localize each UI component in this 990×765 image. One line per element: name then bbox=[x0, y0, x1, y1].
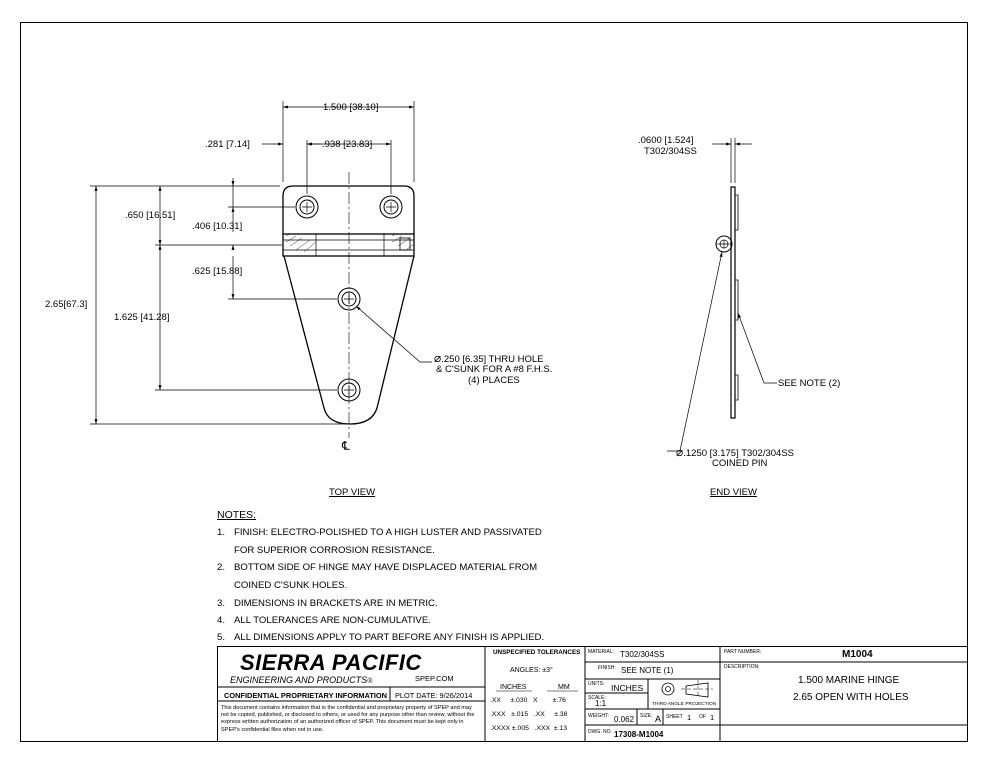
company-logo: SIERRA PACIFIC bbox=[240, 650, 422, 675]
size-value: A bbox=[655, 714, 662, 724]
notes-heading: NOTES: bbox=[217, 509, 257, 521]
of-value: 1 bbox=[710, 713, 715, 722]
centerline-symbol: ℄ bbox=[342, 439, 350, 453]
description-label: DESCRIPTION: bbox=[724, 664, 760, 670]
sheet-label: SHEET bbox=[666, 714, 683, 720]
end-view-label: END VIEW bbox=[710, 487, 757, 498]
sheet-value: 1 bbox=[687, 713, 692, 722]
weight-value: 0.062 bbox=[614, 715, 635, 724]
title-block: SIERRA PACIFIC ENGINEERING AND PRODUCTS®… bbox=[217, 646, 968, 742]
pin-callout-line2: COINED PIN bbox=[712, 458, 768, 469]
tol-row-1: .XX ±.030 X ±.76 bbox=[490, 697, 566, 704]
website: SPEP.COM bbox=[415, 674, 454, 683]
note-1-cont: FOR SUPERIOR CORROSION RESISTANCE. bbox=[234, 545, 435, 556]
hinge-end-view bbox=[715, 186, 739, 419]
company-sub: ENGINEERING AND PRODUCTS® bbox=[230, 675, 373, 685]
dim-thickness-material: T302/304SS bbox=[644, 146, 697, 157]
note-4: 4.ALL TOLERANCES ARE NON-CUMULATIVE. bbox=[217, 615, 431, 626]
note-1: 1.FINISH: ELECTRO-POLISHED TO A HIGH LUS… bbox=[217, 527, 542, 538]
finish-value: SEE NOTE (1) bbox=[621, 666, 674, 675]
title-block-grid bbox=[217, 646, 968, 742]
confidential-text: This document contains information that … bbox=[221, 705, 475, 733]
top-view-label: TOP VIEW bbox=[329, 487, 376, 498]
mm-header: MM bbox=[558, 684, 570, 691]
dwg-label: DWG. NO. bbox=[588, 729, 612, 735]
tolerances-title: UNSPECIFIED TOLERANCES bbox=[493, 649, 581, 656]
note-2-cont: COINED C'SUNK HOLES. bbox=[234, 580, 348, 591]
dim-overall-width: 1.500 [38.10] bbox=[323, 102, 379, 113]
dim-hole-spacing: .938 [23.83] bbox=[322, 139, 373, 150]
part-number: M1004 bbox=[842, 649, 873, 660]
size-label: SIZE: bbox=[640, 713, 653, 719]
inches-header: INCHES bbox=[500, 684, 527, 691]
of-label: OF bbox=[699, 714, 706, 720]
note-5: 5.ALL DIMENSIONS APPLY TO PART BEFORE AN… bbox=[217, 632, 545, 643]
angles-tolerance: ANGLES: ±3° bbox=[510, 667, 553, 674]
scale-value: 1:1 bbox=[595, 699, 607, 708]
finish-label: FINISH: bbox=[598, 665, 616, 671]
see-note-callout: SEE NOTE (2) bbox=[778, 378, 841, 389]
dim-top-to-pin: .650 [16.51] bbox=[125, 210, 176, 221]
pin-callout: ⌀.1250 [3.175] T302/304SS bbox=[676, 445, 795, 459]
description-line-1: 1.500 MARINE HINGE bbox=[798, 675, 900, 686]
material-value: T302/304SS bbox=[620, 650, 665, 659]
dim-pin-to-hole: .625 [15.88] bbox=[192, 266, 243, 277]
dwg-number: 17308-M1004 bbox=[614, 730, 664, 739]
top-view-dimension-lines bbox=[90, 101, 432, 425]
scale-label: SCALE: bbox=[588, 695, 606, 701]
weight-label: WEIGHT: bbox=[588, 713, 609, 719]
units-value: INCHES bbox=[611, 683, 644, 693]
material-label: MATERIAL: bbox=[588, 649, 615, 655]
note-2: 2.BOTTOM SIDE OF HINGE MAY HAVE DISPLACE… bbox=[217, 562, 538, 573]
dim-hole-offset: .281 [7.14] bbox=[205, 139, 250, 150]
dim-pin-to-bottom-hole: 1.625 [41.28] bbox=[114, 312, 170, 323]
end-view-dimension-lines bbox=[667, 138, 777, 452]
description-line-2: 2.65 OPEN WITH HOLES bbox=[793, 692, 909, 703]
plot-date: PLOT DATE: 9/26/2014 bbox=[395, 691, 473, 700]
hole-callout-line3: (4) PLACES bbox=[468, 375, 520, 386]
hinge-top-view bbox=[282, 172, 415, 438]
tol-row-2: .XXX ±.015 .XX ±.38 bbox=[490, 711, 568, 718]
confidential-title: CONFIDENTIAL PROPRIETARY INFORMATION bbox=[224, 691, 388, 700]
tol-row-3: .XXXX ±.005 .XXX ±.13 bbox=[490, 725, 568, 732]
part-number-label: PART NUMBER: bbox=[724, 649, 762, 655]
units-label: UNITS: bbox=[588, 681, 605, 687]
projection-label: THIRD ANGLE PROJECTION bbox=[652, 702, 717, 707]
dim-thickness: .0600 [1.524] bbox=[638, 135, 694, 146]
hole-callout: ⌀.250 [6.35] THRU HOLE bbox=[434, 351, 544, 365]
dim-top-to-hole: .406 [10.31] bbox=[192, 221, 243, 232]
hole-callout-line2: & C'SUNK FOR A #8 F.H.S. bbox=[436, 364, 553, 375]
note-3: 3.DIMENSIONS IN BRACKETS ARE IN METRIC. bbox=[217, 598, 438, 609]
dim-overall-height: 2.65[67.3] bbox=[45, 299, 88, 310]
